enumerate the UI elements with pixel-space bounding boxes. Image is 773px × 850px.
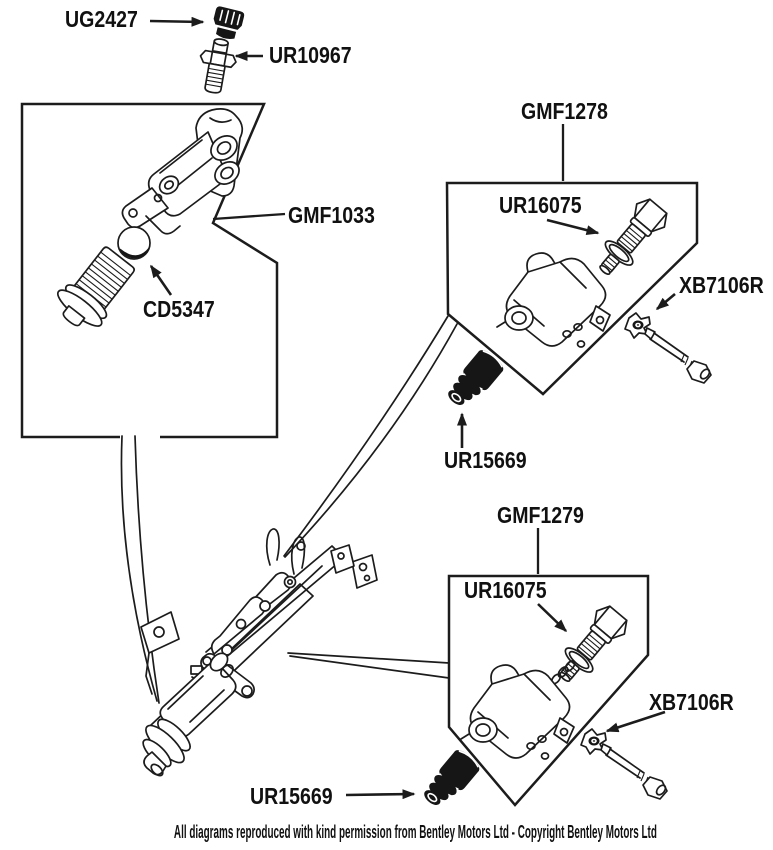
master-valve-drawing — [121, 108, 244, 235]
arrow-ur16075-lower — [537, 603, 568, 633]
part-label-gmf1278: GMF1278 — [521, 98, 608, 124]
valve-screw-drawing-upper — [599, 198, 668, 276]
part-label-ur16075-lower: UR16075 — [464, 577, 547, 603]
dust-cap-drawing — [213, 6, 245, 39]
leader-gmf1278-to-assembly — [283, 315, 458, 558]
line-gmf1033 — [212, 212, 286, 221]
part-label-cd5347: CD5347 — [143, 296, 215, 322]
group-box-gmf1278 — [445, 181, 699, 396]
part-label-ur10967: UR10967 — [269, 42, 352, 68]
part-label-ur16075-upper: UR16075 — [499, 192, 582, 218]
part-label-ur15669-upper: UR15669 — [444, 447, 527, 473]
bleed-screw-drawing — [199, 38, 237, 94]
pedal-box-assembly-drawing — [140, 528, 378, 777]
part-label-xb7106r-upper: XB7106R — [679, 272, 764, 298]
part-label-xb7106r-lower: XB7106R — [649, 689, 734, 715]
leader-left-box-to-cylinder — [120, 435, 160, 704]
rubber-boot-drawing-lower — [419, 746, 483, 814]
arrow-xb7106r-upper — [655, 293, 676, 310]
arrow-cd5347 — [149, 264, 173, 296]
leader-assembly-to-gmf1279 — [287, 652, 450, 679]
part-label-ur15669-lower: UR15669 — [250, 783, 333, 809]
copyright-text: All diagrams reproduced with kind permis… — [173, 822, 657, 842]
valve-body-drawing-upper — [496, 252, 611, 348]
arrow-xb7106r-lower — [605, 710, 666, 733]
part-label-gmf1279: GMF1279 — [497, 502, 584, 528]
bolt-and-clip-drawing-upper — [624, 312, 712, 384]
rubber-boot-drawing-upper — [448, 350, 504, 406]
threaded-plug-drawing — [57, 246, 136, 327]
valve-body-drawing-lower — [460, 664, 575, 760]
group-box-gmf1279 — [447, 574, 650, 807]
arrow-ur15669-lower — [345, 789, 416, 800]
arrow-ug2427 — [149, 16, 205, 27]
arrow-ur16075-upper — [546, 218, 600, 236]
part-label-ug2427: UG2427 — [65, 6, 138, 32]
group-box-gmf1033 — [20, 102, 279, 439]
bolt-and-clip-drawing-lower — [580, 728, 669, 800]
part-label-gmf1033: GMF1033 — [288, 202, 375, 228]
ball-drawing — [117, 226, 151, 260]
